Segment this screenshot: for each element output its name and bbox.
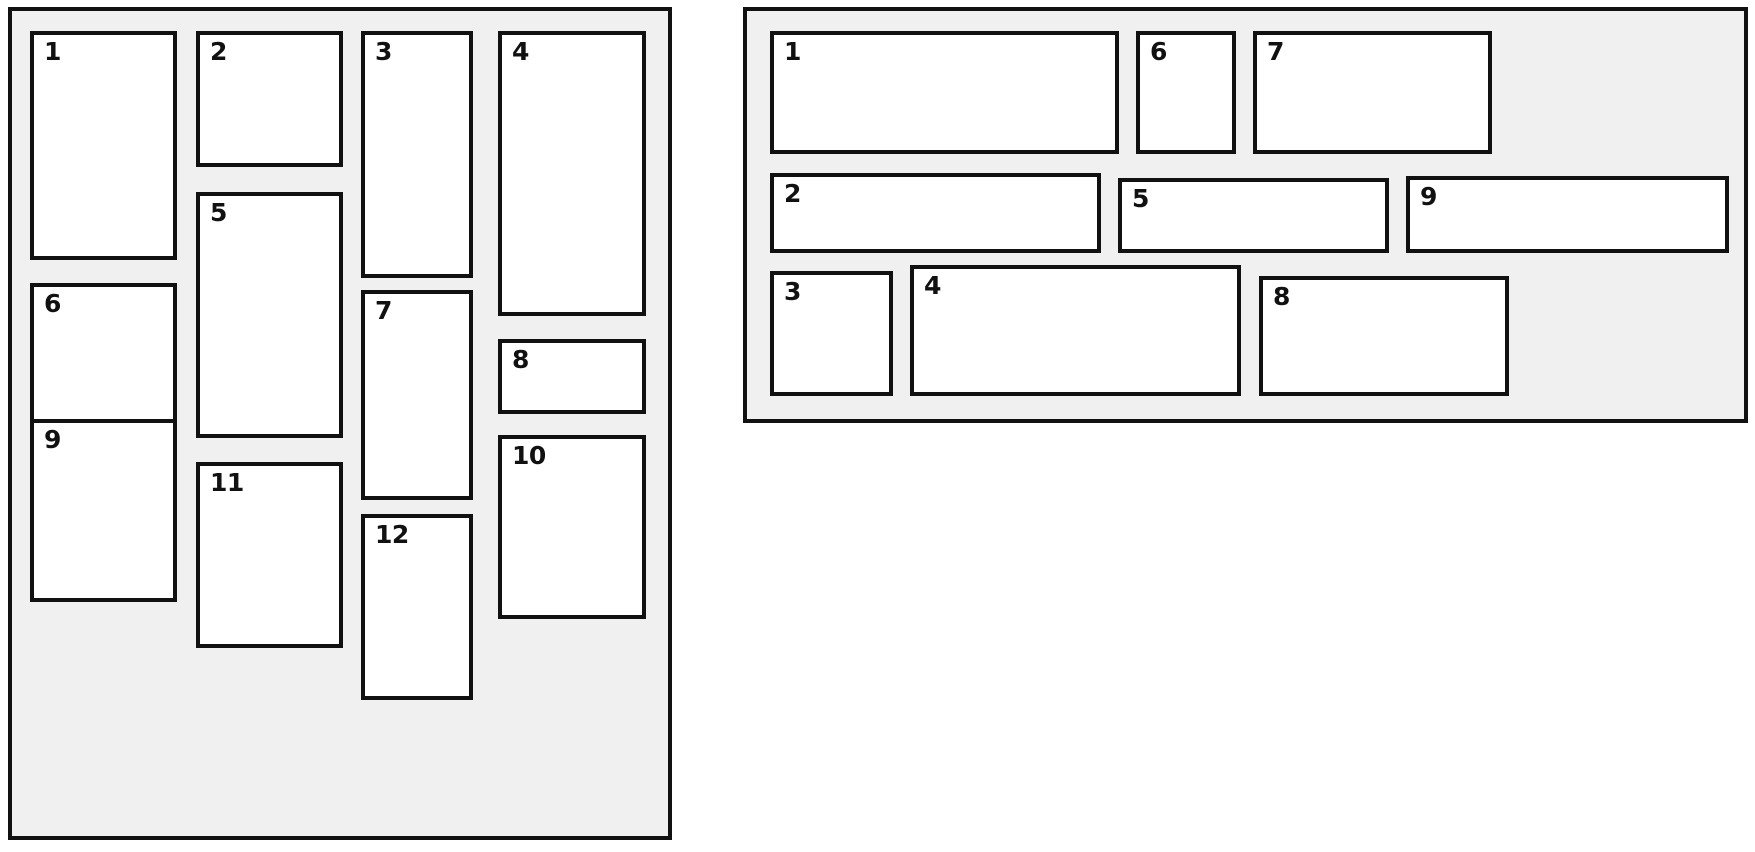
cell-label: 6 [1150,37,1167,66]
cell-label: 9 [44,425,61,454]
cell-1[interactable]: 1 [770,31,1119,154]
cell-label: 8 [1273,282,1290,311]
cell-label: 9 [1420,182,1437,211]
cell-label: 10 [512,441,546,470]
cell-3[interactable]: 3 [770,271,893,396]
cell-label: 4 [512,37,529,66]
cell-label: 11 [210,468,244,497]
cell-label: 1 [784,37,801,66]
cell-label: 2 [784,179,801,208]
cell-label: 8 [512,345,529,374]
cell-7[interactable]: 7 [361,290,473,500]
cell-6[interactable]: 6 [1136,31,1236,154]
cell-11[interactable]: 11 [196,462,343,648]
cell-9[interactable]: 9 [1406,176,1729,253]
cell-8[interactable]: 8 [498,339,646,414]
cell-3[interactable]: 3 [361,31,473,278]
cell-label: 7 [375,296,392,325]
cell-1[interactable]: 1 [30,31,177,260]
cell-2[interactable]: 2 [770,173,1101,253]
cell-label: 6 [44,289,61,318]
cell-7[interactable]: 7 [1253,31,1492,154]
cell-label: 2 [210,37,227,66]
cell-label: 3 [784,277,801,306]
cell-label: 5 [210,198,227,227]
cell-2[interactable]: 2 [196,31,343,167]
cell-label: 4 [924,271,941,300]
cell-label: 12 [375,520,409,549]
cell-6[interactable]: 6 [30,283,177,444]
cell-8[interactable]: 8 [1259,276,1509,396]
cell-label: 1 [44,37,61,66]
cell-5[interactable]: 5 [1118,178,1389,253]
right-panel: 1 6 7 2 5 9 3 4 8 [743,7,1748,423]
cell-4[interactable]: 4 [910,265,1241,396]
cell-10[interactable]: 10 [498,435,646,619]
cell-5[interactable]: 5 [196,192,343,438]
cell-9[interactable]: 9 [30,419,177,602]
cell-label: 7 [1267,37,1284,66]
cell-label: 5 [1132,184,1149,213]
cell-4[interactable]: 4 [498,31,646,316]
cell-label: 3 [375,37,392,66]
cell-12[interactable]: 12 [361,514,473,700]
